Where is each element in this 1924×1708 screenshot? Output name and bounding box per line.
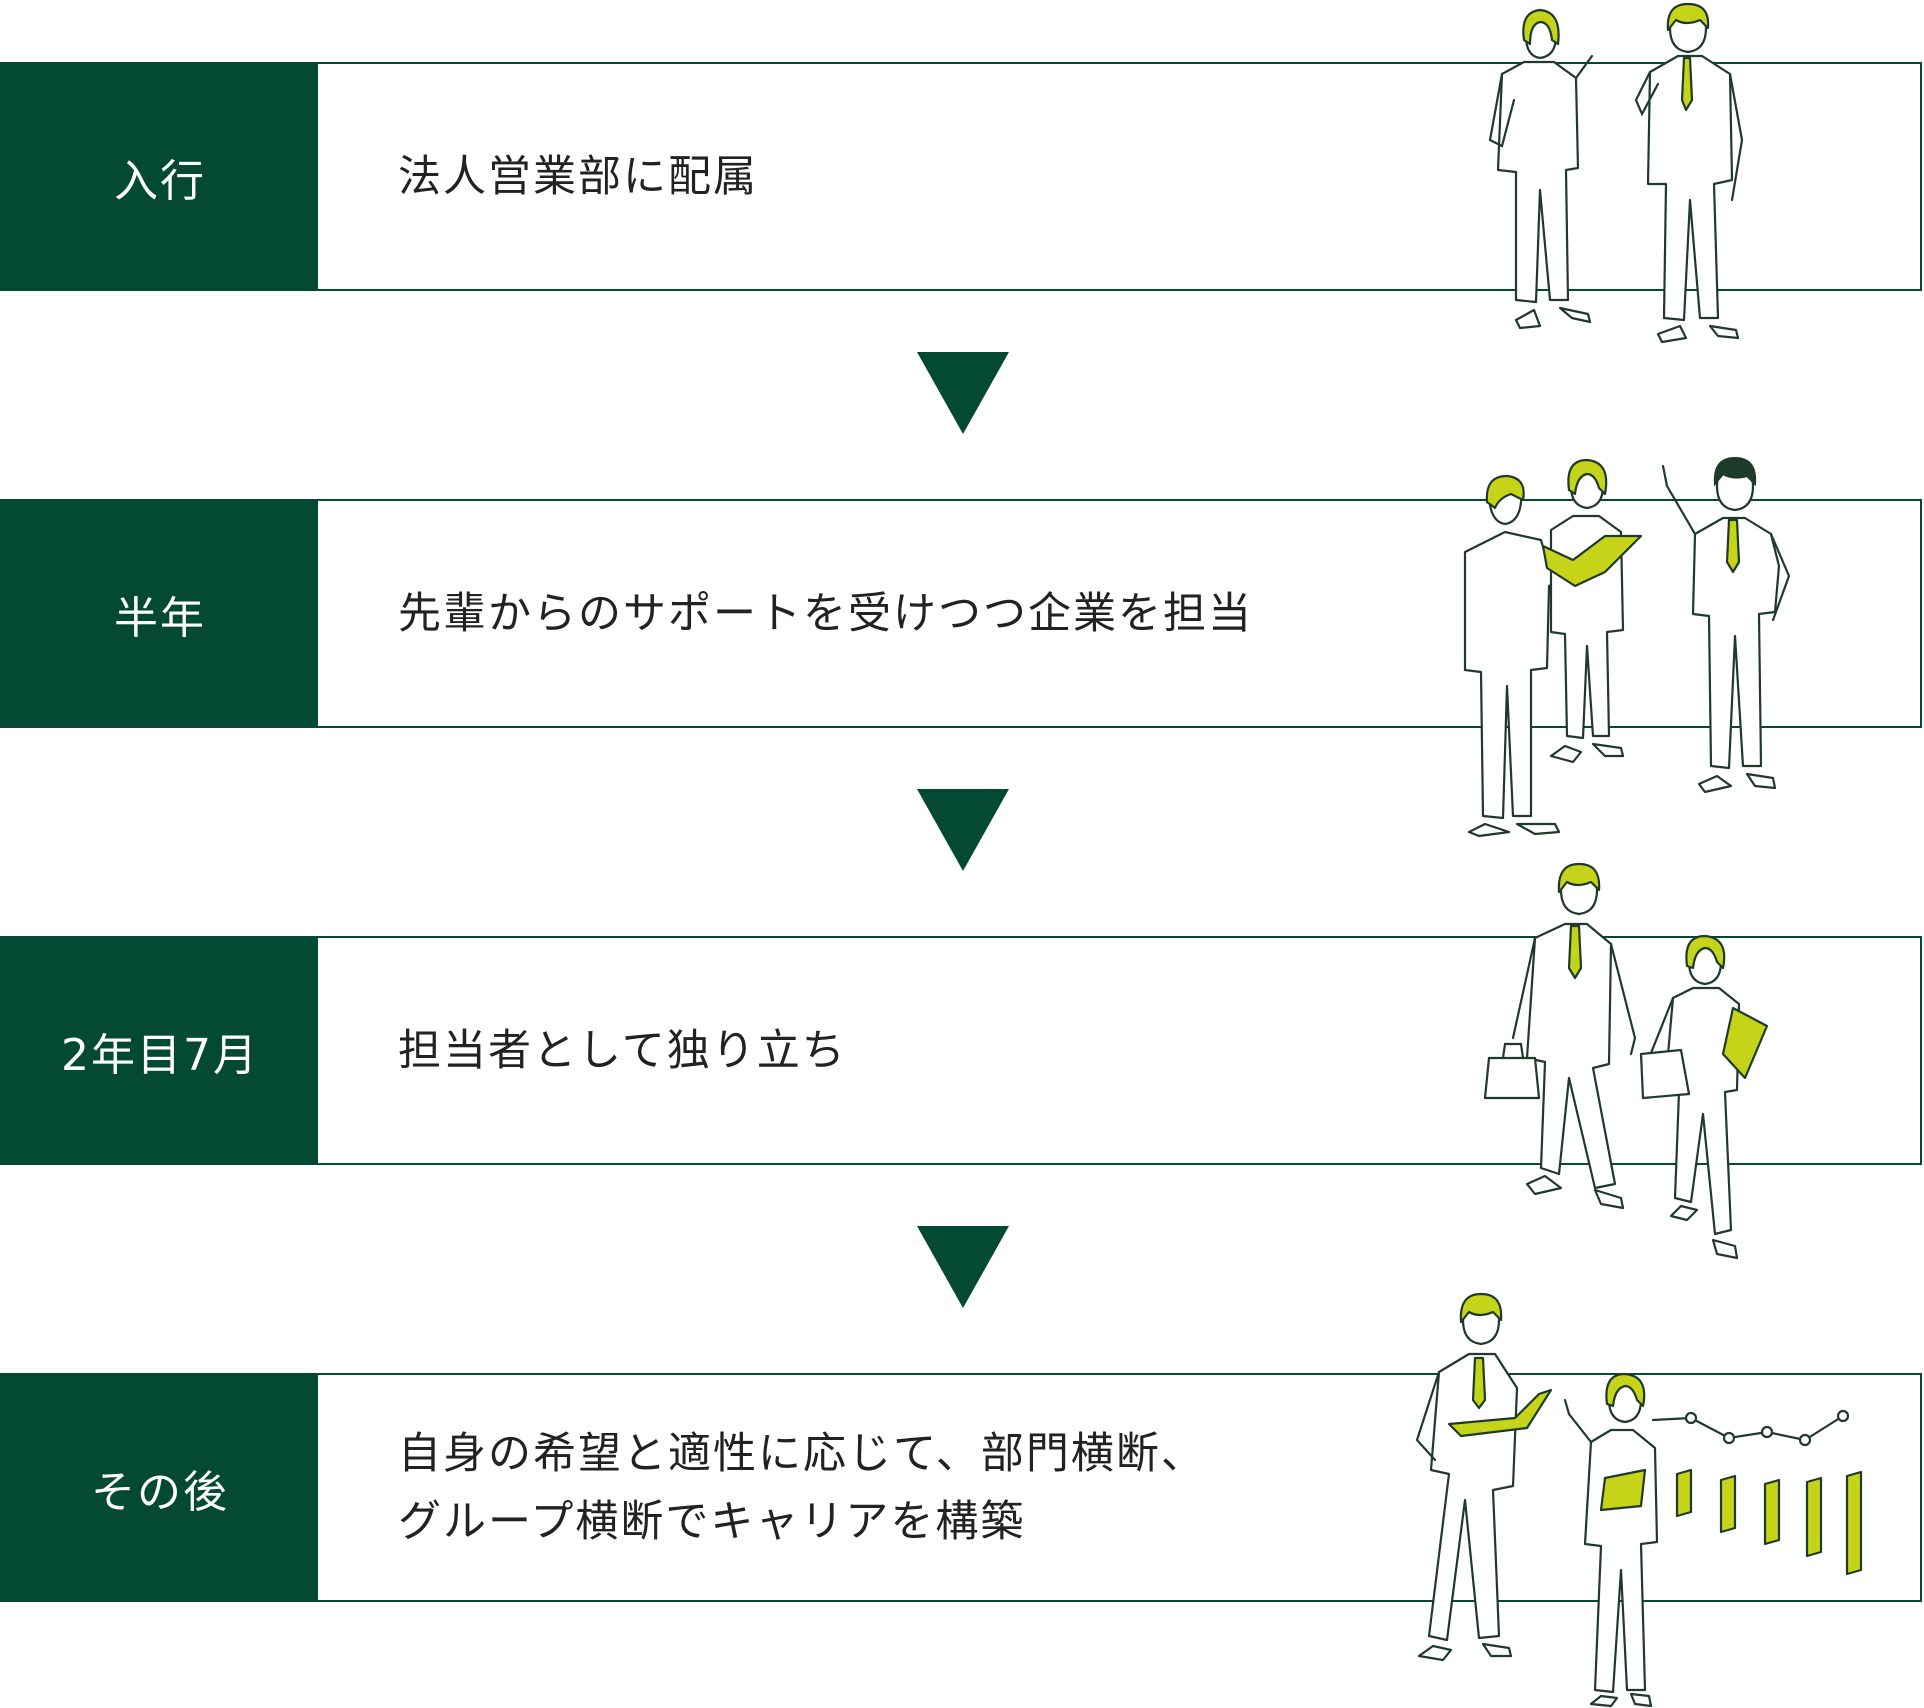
step-description-line: 先輩からのサポートを受けつつ企業を担当: [398, 588, 1253, 639]
down-arrow-icon: [917, 1226, 1009, 1308]
down-arrow-icon: [917, 352, 1009, 434]
two-people-standing-icon: [1488, 2, 1744, 344]
down-arrow-icon: [917, 789, 1009, 871]
walking-with-briefcase-icon: [1483, 862, 1769, 1260]
step-description: 先輩からのサポートを受けつつ企業を担当: [398, 501, 1253, 726]
step-description-line: 担当者として独り立ち: [398, 1025, 847, 1076]
step-description: 担当者として独り立ち: [398, 938, 847, 1163]
step-description-line: グループ横断でキャリアを構築: [398, 1496, 1026, 1547]
step-description-line: 法人営業部に配属: [398, 151, 758, 202]
step-label: その後: [2, 1375, 318, 1600]
step-card-1: 入行 法人営業部に配属: [0, 62, 1922, 291]
step-description: 自身の希望と適性に応じて、部門横断、 グループ横断でキャリアを構築: [398, 1375, 1206, 1600]
step-label: 2年目7月: [2, 938, 318, 1163]
step-description-line: 自身の希望と適性に応じて、部門横断、: [398, 1428, 1206, 1479]
presentation-chart-icon: [1415, 1292, 1863, 1708]
step-description: 法人営業部に配属: [398, 64, 758, 289]
team-discussion-icon: [1463, 456, 1791, 838]
step-label: 入行: [2, 64, 318, 289]
step-label: 半年: [2, 501, 318, 726]
